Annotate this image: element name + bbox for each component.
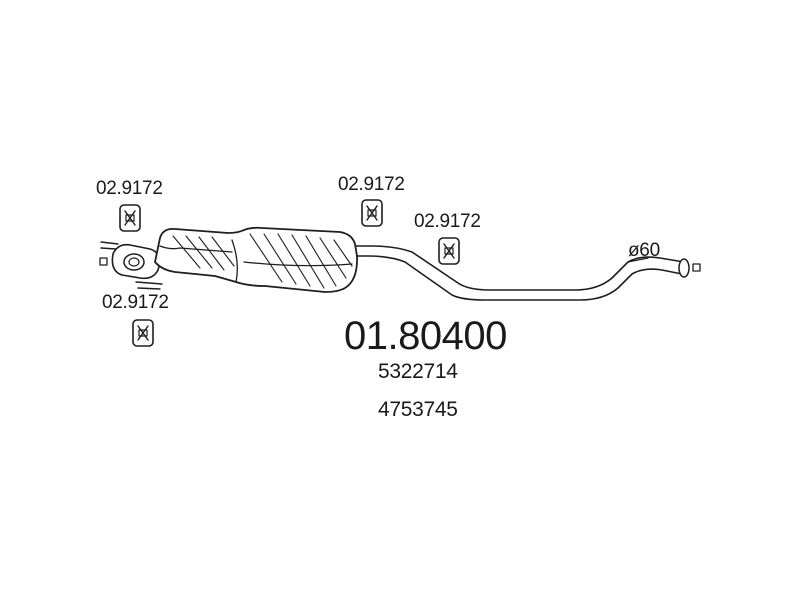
hanger-rubber-right [438,237,460,265]
pipe-diameter-label: ø60 [628,240,660,261]
oe-number-2: 4753745 [378,398,458,421]
hanger-rubber-top-left [119,204,141,232]
hanger-label-right: 02.9172 [414,211,481,232]
hanger-label-mid: 02.9172 [338,174,405,195]
oe-number-1: 5322714 [378,360,458,383]
hanger-label-bottom-left: 02.9172 [102,292,169,313]
diameter-leader [627,257,649,263]
front-flange [99,241,163,290]
hanger-rubber-mid [361,199,383,227]
silencer-body [154,226,358,293]
hanger-label-top-left: 02.9172 [96,178,163,199]
hanger-rubber-bottom-left [132,319,154,347]
tail-pipe [351,245,701,301]
part-number: 01.80400 [344,314,507,358]
